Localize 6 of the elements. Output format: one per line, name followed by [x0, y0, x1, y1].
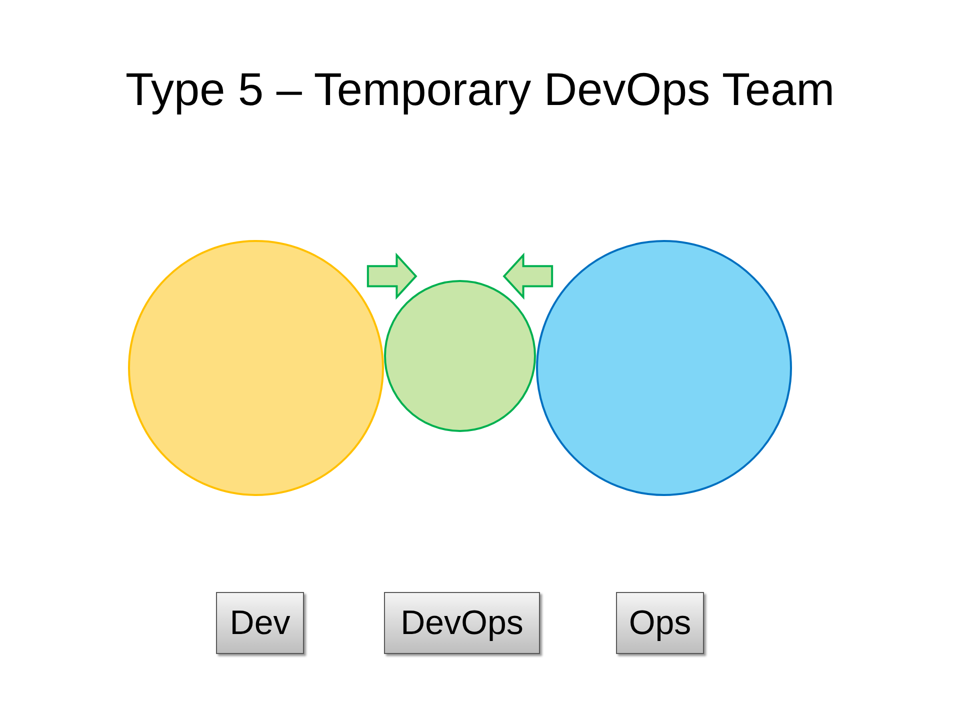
block-arrow [502, 252, 554, 300]
block-arrow [366, 252, 418, 300]
team-label: Ops [616, 592, 704, 654]
slide-title: Type 5 – Temporary DevOps Team [124, 62, 836, 116]
team-label: Dev [216, 592, 304, 654]
team-label: DevOps [384, 592, 540, 654]
